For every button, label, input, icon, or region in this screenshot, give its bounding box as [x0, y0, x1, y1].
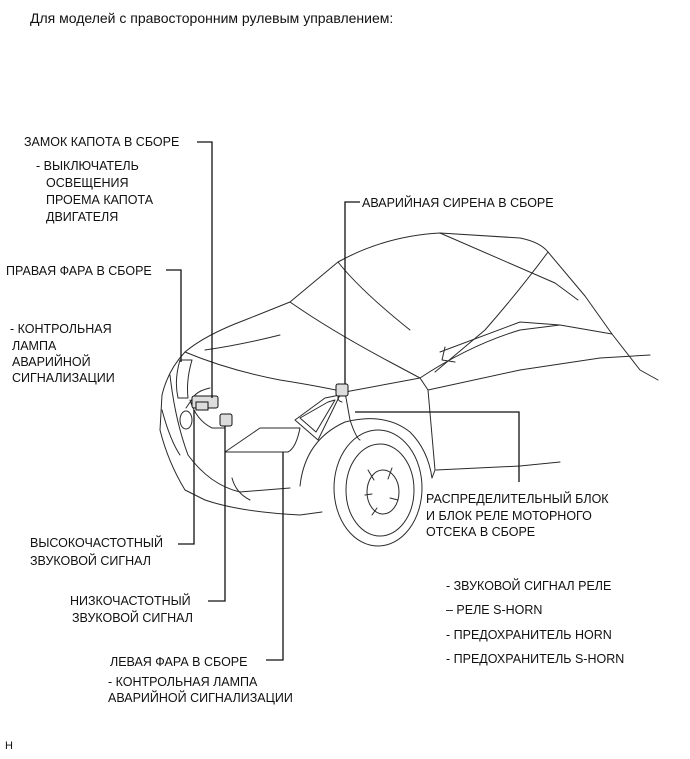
parts [191, 383, 349, 427]
left-headlamp-leader [266, 452, 284, 661]
high-horn-label-2: ЗВУКОВОЙ СИГНАЛ [30, 554, 152, 568]
high-horn-part [195, 401, 209, 411]
right-headlamp-leader [166, 269, 182, 362]
left-headlamp-label: ЛЕВАЯ ФАРА В СБОРЕ [110, 655, 248, 669]
left-headlamp-shape [224, 427, 301, 453]
right-headlamp-sub-1: - КОНТРОЛЬНАЯ [10, 322, 112, 336]
low-horn-label-2: ЗВУКОВОЙ СИГНАЛ [72, 611, 194, 625]
low-horn-part [219, 413, 233, 427]
left-headlamp-sub-1: - КОНТРОЛЬНАЯ ЛАМПА [108, 675, 258, 689]
low-horn-leader [208, 426, 226, 602]
relay-block-item-3: - ПРЕДОХРАНИТЕЛЬ HORN [446, 628, 612, 642]
leader-lines [166, 141, 520, 661]
right-headlamp-sub-4: СИГНАЛИЗАЦИИ [12, 371, 115, 385]
right-headlamp-label: ПРАВАЯ ФАРА В СБОРЕ [6, 264, 152, 278]
relay-block-leader [355, 411, 520, 482]
page-title: Для моделей с правосторонним рулевым упр… [30, 10, 394, 26]
relay-block-label-3: ОТСЕКА В СБОРЕ [426, 525, 536, 539]
relay-block-item-4: - ПРЕДОХРАНИТЕЛЬ S-HORN [446, 652, 625, 666]
low-horn-label-1: НИЗКОЧАСТОТНЫЙ [70, 594, 191, 608]
relay-block-label-1: РАСПРЕДЕЛИТЕЛЬНЫЙ БЛОК [426, 492, 609, 506]
hood-lock-sub-3: ПРОЕМА КАПОТА [46, 193, 154, 207]
hood-lock-label: ЗАМОК КАПОТА В СБОРЕ [24, 135, 180, 149]
left-headlamp-sub-2: АВАРИЙНОЙ СИГНАЛИЗАЦИИ [108, 691, 293, 705]
siren-part [335, 383, 349, 397]
hood-lock-sub-4: ДВИГАТЕЛЯ [46, 210, 119, 224]
footer-code: H [5, 740, 13, 752]
relay-block-label-2: И БЛОК РЕЛЕ МОТОРНОГО [426, 509, 592, 523]
hood-lock-sub-1: - ВЫКЛЮЧАТЕЛЬ [36, 159, 139, 173]
relay-block-item-2: – РЕЛЕ S-HORN [446, 603, 543, 617]
right-headlamp-sub-3: АВАРИЙНОЙ [12, 355, 91, 369]
high-horn-label-1: ВЫСОКОЧАСТОТНЫЙ [30, 536, 163, 550]
hood-lock-sub-2: ОСВЕЩЕНИЯ [46, 176, 129, 190]
siren-label: АВАРИЙНАЯ СИРЕНА В СБОРЕ [362, 196, 554, 210]
right-headlamp-shape [175, 359, 193, 399]
hood-lock-leader [197, 141, 213, 398]
right-headlamp-sub-2: ЛАМПА [12, 339, 57, 353]
high-horn-leader [178, 410, 195, 545]
relay-block-item-1: - ЗВУКОВОЙ СИГНАЛ РЕЛЕ [446, 579, 612, 593]
siren-leader [344, 201, 360, 384]
